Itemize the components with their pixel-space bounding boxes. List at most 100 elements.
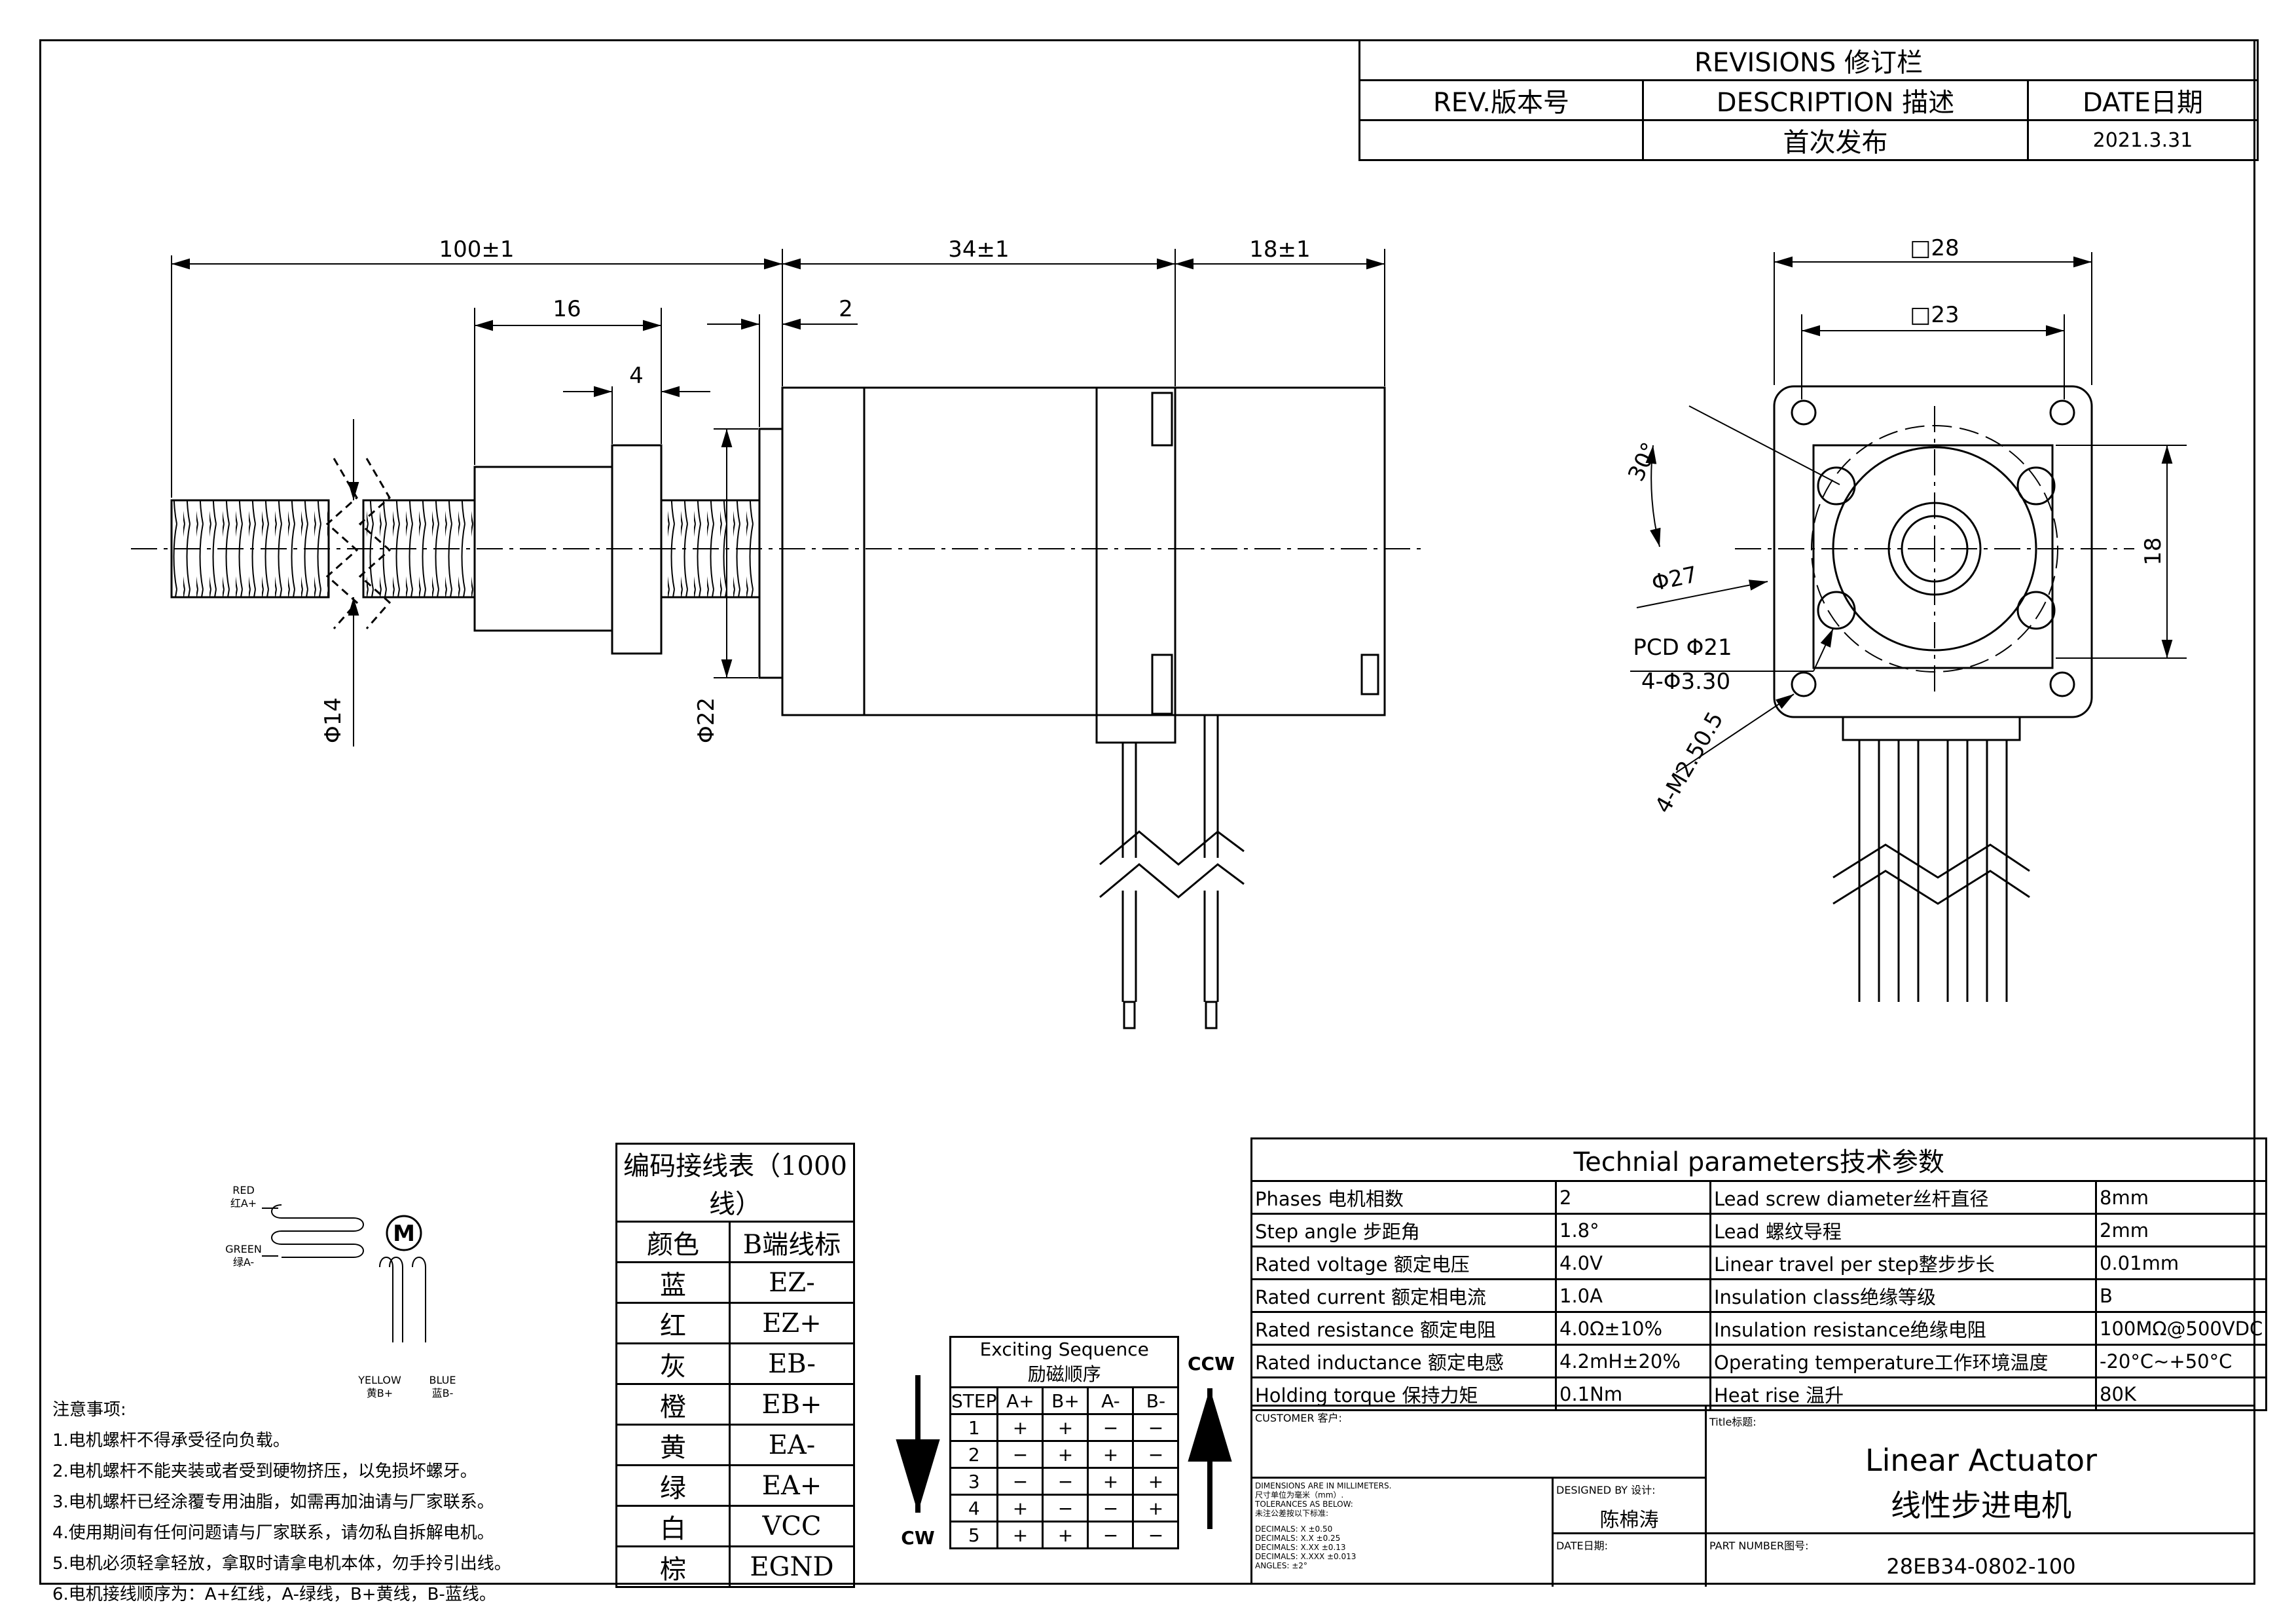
dim-square-inner: □23 [1910,302,1959,328]
encoder-color: 红 [615,1302,731,1344]
param-name: Insulation class绝缘等级 [1709,1278,2097,1313]
encoder-header: B端线标 [729,1221,855,1263]
note-item: 5.电机必须轻拿轻放，拿取时请拿电机本体，勿手拎引出线。 [52,1554,511,1574]
sequence-title: Exciting Sequence [949,1336,1180,1360]
green-label: GREEN [225,1243,262,1255]
dim-body: 34±1 [948,236,1009,263]
revisions-table: REVISIONS 修订栏 REV.版本号 DESCRIPTION 描述 DAT… [1358,39,2259,161]
param-value: 4.2mH±20% [1555,1344,1711,1378]
decimal-line: DECIMALS: X ±0.50 [1255,1524,1333,1534]
sequence-cell: + [1042,1413,1089,1442]
part-label: PART NUMBER图号: [1709,1540,1809,1552]
sequence-cell: 3 [949,1467,999,1496]
sequence-cell: + [996,1494,1044,1522]
dim-angle: 30° [1623,439,1664,486]
dim-overall: 100±1 [439,236,514,263]
encoder-signal: EZ- [729,1261,855,1304]
dim-holes: 4-Φ3.30 [1641,669,1730,695]
sequence-cell: 1 [949,1413,999,1442]
date-header: DATE日期 [2027,79,2259,121]
green-cn-label: 绿A- [233,1256,254,1268]
dim-nut: 16 [553,296,581,322]
sequence-cell: + [1042,1521,1089,1549]
ccw-label: CCW [1188,1353,1235,1375]
designer-name: 陈棉涛 [1599,1509,1659,1532]
encoder-signal: EA- [729,1424,855,1466]
param-name: Linear travel per step整步步长 [1709,1246,2097,1280]
decimal-line: ANGLES: ±2° [1255,1561,1307,1570]
param-name: Rated voltage 额定电压 [1250,1246,1557,1280]
sequence-cell: 2 [949,1440,999,1469]
sequence-cell: − [1042,1494,1089,1522]
note-item: 3.电机螺杆已经涂覆专用油脂，如需再加油请与厂家联系。 [52,1492,494,1512]
tech-title: Technial parameters技术参数 [1250,1137,2268,1182]
param-name: Phases 电机相数 [1250,1180,1557,1215]
param-value: 8mm [2094,1180,2268,1215]
param-value: 4.0V [1555,1246,1711,1280]
description-header: DESCRIPTION 描述 [1642,79,2029,121]
note-item: 4.使用期间有任何问题请与厂家联系，请勿私自拆解电机。 [52,1523,494,1543]
param-name: Rated current 额定相电流 [1250,1278,1557,1313]
sequence-cell: 4 [949,1494,999,1522]
revisions-title: REVISIONS 修订栏 [1358,39,2259,81]
sequence-cell: − [996,1440,1044,1469]
dim-rear: 18±1 [1249,236,1310,263]
sequence-cell: 5 [949,1521,999,1549]
param-value: 1.0A [1555,1278,1711,1313]
encoder-title: 编码接线表（1000线） [615,1143,855,1223]
param-value: 0.01mm [2094,1246,2268,1280]
title-block: CUSTOMER 客户: Title标题: Linear Actuator 线性… [1250,1405,2255,1587]
encoder-signal: EGND [729,1545,855,1588]
title-en: Linear Actuator [1865,1443,2097,1478]
designed-label: DESIGNED BY 设计: [1556,1484,1656,1496]
param-name: Lead screw diameter丝杆直径 [1709,1180,2097,1215]
cw-label: CW [901,1527,935,1549]
param-name: Rated inductance 额定电感 [1250,1344,1557,1378]
dims-note: 未注公差按以下标准: [1255,1509,1329,1518]
dim-height: 18 [2140,537,2166,565]
encoder-signal: EB- [729,1342,855,1385]
sequence-cell: + [1132,1467,1180,1496]
dim-nut-dia: Φ22 [693,697,720,743]
customer-label: CUSTOMER 客户: [1255,1412,1342,1424]
sequence-cell: + [996,1521,1044,1549]
decimal-line: DECIMALS: X.XXX ±0.013 [1255,1552,1357,1561]
date-box: DATE日期: [1554,1534,1707,1587]
sequence-table: Exciting Sequence 励磁顺序 STEP A+ B+ A- B- … [949,1336,1180,1549]
param-value: 1.8° [1555,1213,1711,1247]
date-label: DATE日期: [1556,1540,1609,1552]
blue-label: BLUE [429,1374,456,1386]
dims-note: 尺寸单位为毫米（mm）. [1255,1490,1344,1500]
param-name: Insulation resistance绝缘电阻 [1709,1311,2097,1346]
sequence-cell: − [1132,1413,1180,1442]
param-value: 2 [1555,1180,1711,1215]
red-label: RED [232,1184,255,1196]
notes: 注意事项: 1.电机螺杆不得承受径向负载。 2.电机螺杆不能夹装或者受到硬物挤压… [52,1395,511,1610]
param-value: 100MΩ@500VDC [2094,1311,2268,1346]
dims-note: TOLERANCES AS BELOW: [1255,1500,1353,1509]
param-name: Lead 螺纹导程 [1709,1213,2097,1247]
dim-shoulder: 2 [839,296,853,322]
sequence-cell: − [1132,1440,1180,1469]
encoder-color: 绿 [615,1464,731,1507]
encoder-color: 灰 [615,1342,731,1385]
dim-screw-dia: Φ14 [320,697,346,743]
yellow-cn-label: 黄B+ [367,1387,393,1399]
sequence-cell: − [996,1467,1044,1496]
param-name: Step angle 步距角 [1250,1213,1557,1247]
dim-threads: 4-M2.50.5 [1650,707,1728,817]
part-box: PART NUMBER图号: 28EB34-0802-100 [1707,1534,2255,1587]
encoder-color: 黄 [615,1424,731,1466]
sequence-header: B- [1132,1386,1180,1415]
param-value: -20°C~+50°C [2094,1344,2268,1378]
note-item: 6.电机接线顺序为：A+红线，A-绿线，B+黄线，B-蓝线。 [52,1585,496,1604]
encoder-signal: EZ+ [729,1302,855,1344]
param-value: B [2094,1278,2268,1313]
sequence-header: A- [1087,1386,1135,1415]
dim-boss: Φ27 [1649,561,1700,597]
drawing-frame [39,39,2255,1585]
encoder-signal: EA+ [729,1464,855,1507]
note-item: 1.电机螺杆不得承受径向负载。 [52,1431,290,1450]
